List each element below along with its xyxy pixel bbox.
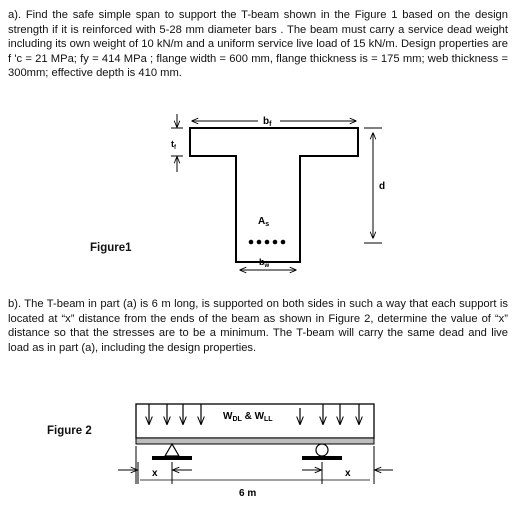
pin-support-base [152,456,192,460]
rebar-1 [248,239,254,245]
tbeam-outline [189,127,359,263]
udl-load-box [135,403,375,439]
rebar-4 [272,239,278,245]
figure2-label: Figure 2 [47,425,92,437]
beam [135,437,375,445]
load-label: WDL & WLL [223,411,273,423]
pin-support [163,442,181,457]
bw-label: bw [259,257,270,269]
rebar-3 [264,239,270,245]
bf-label: bf [263,116,272,128]
tf-label: tf [171,139,177,151]
rebar-5 [280,239,286,245]
x-left-label: x [152,468,158,479]
load-arrows [149,404,359,424]
rebar-2 [256,239,262,245]
as-label: As [258,216,269,228]
problem-a-text: a). Find the safe simple span to support… [8,9,508,80]
d-label: d [379,181,385,192]
problem-b-text: b). The T-beam in part (a) is 6 m long, … [8,298,508,354]
x-right-label: x [345,468,351,479]
figure1-label: Figure1 [90,242,132,254]
span-label: 6 m [239,488,256,499]
roller-support-base [302,456,342,460]
roller-support [315,443,329,457]
